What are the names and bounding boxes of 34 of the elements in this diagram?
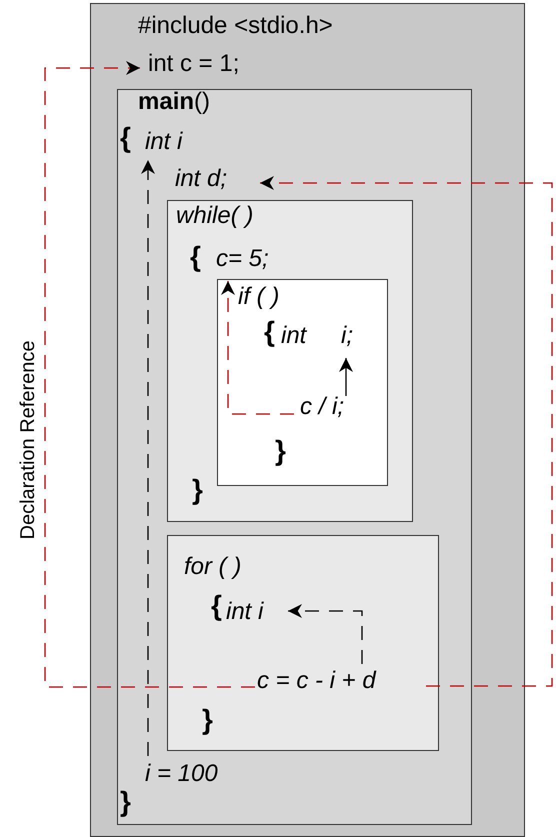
code-line: for ( ) <box>184 553 242 581</box>
scope-box <box>167 535 439 751</box>
code-line: i = 100 <box>145 760 218 788</box>
reference-arrow <box>288 604 363 664</box>
code-line: c = c - i + d <box>257 667 376 695</box>
code-line: int i <box>145 128 182 156</box>
code-line: int d; <box>175 165 228 193</box>
reference-arrow <box>221 281 294 415</box>
reference-arrow <box>141 160 155 756</box>
code-line: c / i; <box>300 393 344 421</box>
code-line: main() <box>138 88 210 116</box>
reference-arrow <box>260 176 553 687</box>
brace: { <box>190 243 201 271</box>
brace: { <box>264 318 275 346</box>
reference-arrow <box>44 61 255 688</box>
brace: } <box>202 706 213 734</box>
brace: } <box>275 437 286 465</box>
scope-box <box>167 200 413 522</box>
code-line: int c = 1; <box>148 50 240 78</box>
vertical-label: Declaration Reference <box>16 340 40 540</box>
brace: { <box>211 592 222 620</box>
brace: } <box>120 788 131 816</box>
code-line: int i <box>226 598 264 626</box>
brace: } <box>192 476 203 504</box>
code-line: int i; <box>281 322 354 350</box>
code-line: #include <stdio.h> <box>138 12 333 40</box>
code-line: c= 5; <box>216 245 269 273</box>
code-line: while( ) <box>176 202 254 230</box>
brace: { <box>120 124 131 152</box>
scope-box <box>217 279 388 486</box>
scope-box <box>90 3 525 837</box>
code-line: if ( ) <box>238 283 280 311</box>
reference-arrow <box>339 358 353 396</box>
scope-box <box>117 89 472 825</box>
